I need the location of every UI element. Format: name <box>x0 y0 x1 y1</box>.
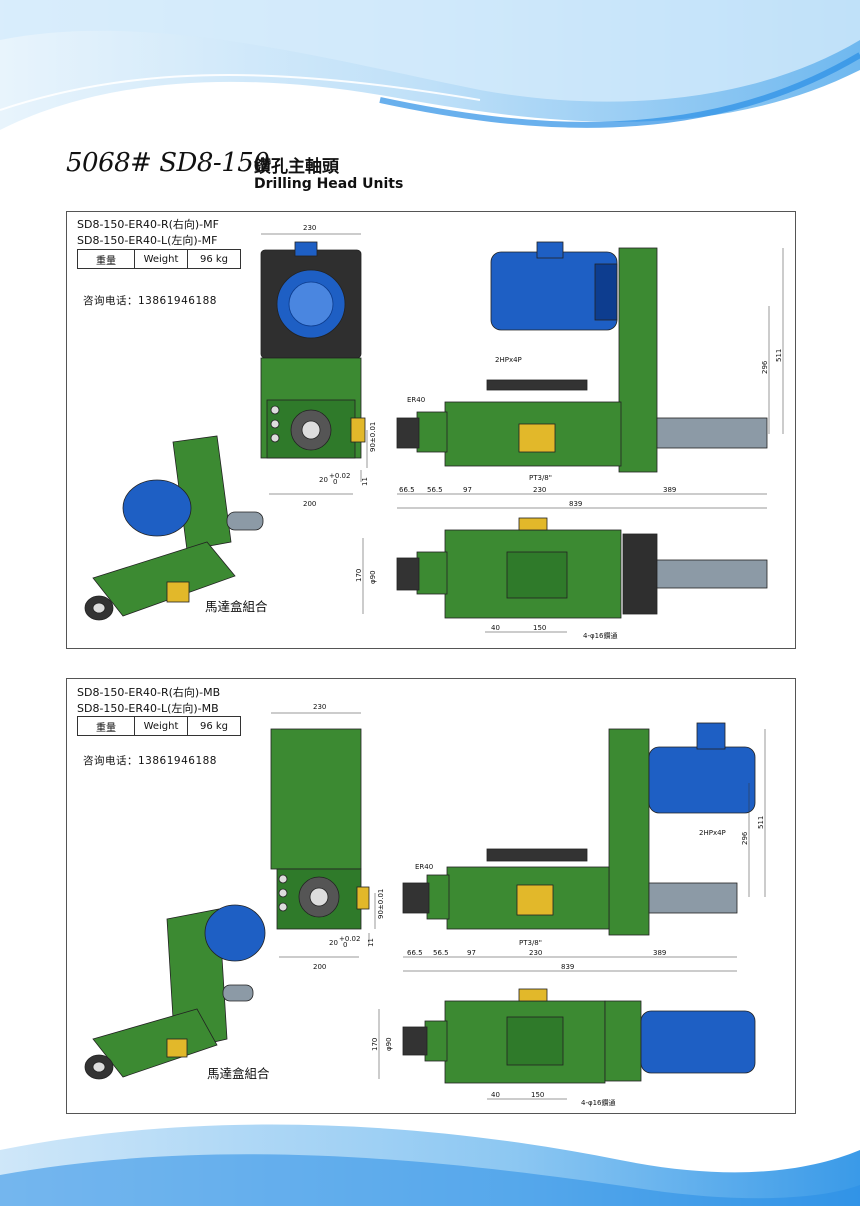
dim-230-side: 230 <box>529 949 542 957</box>
dim-839: 839 <box>569 500 582 508</box>
weight-table: 重量 Weight 96 kg <box>77 716 241 736</box>
dim-66-5: 66.5 <box>399 486 415 494</box>
dim-200: 200 <box>303 500 316 508</box>
top-dim-lines <box>362 538 567 633</box>
technical-drawing-mf: 230 200 20 +0.02 0 90±0.01 11 ER40 2HPx4… <box>84 224 784 640</box>
label-holes: 4-φ16鑽通 <box>583 631 618 640</box>
weight-label-cn: 重量 <box>77 249 135 269</box>
side-view <box>402 722 756 936</box>
product-title-cn: 鑽孔主軸頭 <box>254 157 339 177</box>
motorbox-label: 馬達盒組合 <box>207 1066 270 1081</box>
label-er40: ER40 <box>415 863 433 871</box>
dim-170: 170 <box>355 569 363 582</box>
weight-table: 重量 Weight 96 kg <box>77 249 241 269</box>
dim-296: 296 <box>761 360 769 374</box>
dim-40: 40 <box>491 624 500 632</box>
dim-phi-90: φ90 <box>369 570 377 584</box>
label-er40: ER40 <box>407 396 425 404</box>
dim-97: 97 <box>467 949 476 957</box>
side-dim-lines <box>397 248 784 509</box>
front-view <box>270 728 370 930</box>
weight-value: 96 kg <box>187 716 241 736</box>
label-pt: PT3/8" <box>529 474 552 482</box>
model-r: SD8-150-ER40-R(右向)-MF <box>77 218 219 231</box>
front-view <box>260 241 366 459</box>
dim-11: 11 <box>367 938 375 947</box>
technical-drawing-mb: 230 200 20 +0.02 0 90±0.01 11 ER40 2HPx4… <box>84 703 766 1107</box>
weight-label-cn: 重量 <box>77 716 135 736</box>
model-l: SD8-150-ER40-L(左向)-MF <box>77 234 218 247</box>
dim-839: 839 <box>561 963 574 971</box>
dim-56-5: 56.5 <box>433 949 449 957</box>
dim-20-tol-lower: 0 <box>343 941 347 949</box>
dim-56-5: 56.5 <box>427 486 443 494</box>
isometric-view <box>84 435 264 621</box>
contact-phone: 咨询电话：13861946188 <box>83 295 217 307</box>
dim-389: 389 <box>663 486 676 494</box>
label-holes: 4-φ16鑽通 <box>581 1098 616 1107</box>
dim-11: 11 <box>361 477 369 486</box>
top-view <box>402 988 756 1084</box>
dim-20-tol-upper: +0.02 <box>329 472 350 480</box>
dim-phi-90: φ90 <box>385 1037 393 1051</box>
product-model-title: 5068# SD8-150 <box>66 148 270 178</box>
dim-90: 90±0.01 <box>369 422 377 452</box>
dim-66-5: 66.5 <box>407 949 423 957</box>
dim-20: 20 <box>319 476 328 484</box>
dim-90: 90±0.01 <box>377 889 385 919</box>
dim-20-tol-lower: 0 <box>333 478 337 486</box>
weight-label-en: Weight <box>134 249 188 269</box>
dim-230: 230 <box>303 224 316 232</box>
motorbox-label: 馬達盒組合 <box>205 599 268 614</box>
top-view <box>396 517 768 619</box>
label-motor: 2HPx4P <box>495 356 522 364</box>
weight-label-en: Weight <box>134 716 188 736</box>
side-view <box>396 241 768 473</box>
model-l: SD8-150-ER40-L(左向)-MB <box>77 702 219 715</box>
label-pt: PT3/8" <box>519 939 542 947</box>
isometric-view <box>84 904 266 1080</box>
dim-150: 150 <box>533 624 546 632</box>
spec-panel-mb: 230 200 20 +0.02 0 90±0.01 11 ER40 2HPx4… <box>66 678 796 1114</box>
dim-20: 20 <box>329 939 338 947</box>
dim-230: 230 <box>313 703 326 711</box>
dim-296: 296 <box>741 831 749 845</box>
dim-40: 40 <box>491 1091 500 1099</box>
weight-value: 96 kg <box>187 249 241 269</box>
dim-230-side: 230 <box>533 486 546 494</box>
dim-20-tol-upper: +0.02 <box>339 935 360 943</box>
dim-511: 511 <box>775 349 783 362</box>
model-r: SD8-150-ER40-R(右向)-MB <box>77 686 221 699</box>
front-dim-lines <box>261 233 368 495</box>
spec-panel-mf: 230 200 20 +0.02 0 90±0.01 11 ER40 2HPx4… <box>66 211 796 649</box>
dim-200: 200 <box>313 963 326 971</box>
dim-150: 150 <box>531 1091 544 1099</box>
dim-170: 170 <box>371 1038 379 1051</box>
dim-511: 511 <box>757 816 765 829</box>
dim-97: 97 <box>463 486 472 494</box>
dim-389: 389 <box>653 949 666 957</box>
product-title-en: Drilling Head Units <box>254 176 404 192</box>
contact-phone: 咨询电话：13861946188 <box>83 755 217 767</box>
label-motor: 2HPx4P <box>699 829 726 837</box>
